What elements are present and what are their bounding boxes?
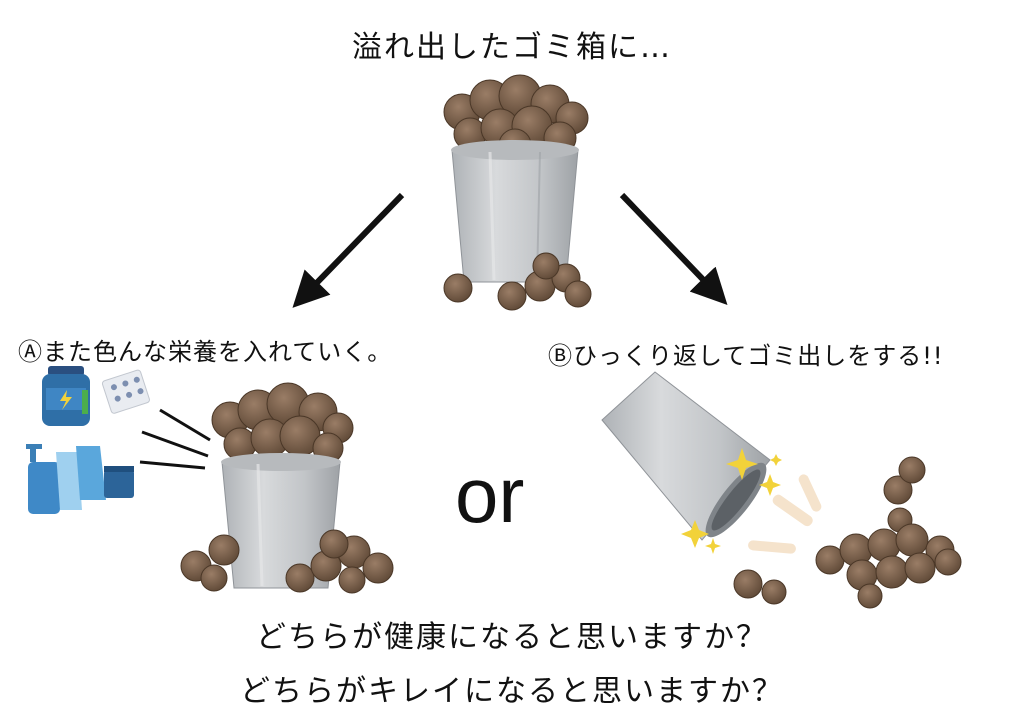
pill-blister-icon bbox=[101, 369, 150, 414]
trash-ball bbox=[733, 569, 763, 599]
trash-ball bbox=[362, 552, 394, 584]
overflowing-trash-pile bbox=[211, 382, 354, 464]
trash-ball bbox=[338, 566, 366, 594]
question-health: どちらが健康になると思いますか？ bbox=[256, 620, 768, 655]
ground-trash-left bbox=[180, 529, 394, 594]
trash-ball bbox=[904, 552, 936, 584]
motion-line bbox=[139, 460, 206, 470]
trash-ball bbox=[319, 529, 349, 559]
tipped-trash-bin bbox=[601, 371, 771, 541]
motion-line bbox=[141, 430, 209, 458]
trash-ball bbox=[895, 523, 929, 557]
trash-ball bbox=[497, 281, 527, 311]
trash-ball bbox=[285, 563, 315, 593]
trash-ball bbox=[564, 280, 592, 308]
trash-ball bbox=[443, 273, 473, 303]
left-trash-bin bbox=[211, 382, 354, 589]
or-label: or bbox=[455, 451, 525, 539]
trash-ball bbox=[208, 534, 240, 566]
motion-line bbox=[159, 408, 211, 442]
option-b-label: Ⓑひっくり返してゴミ出しをする!! bbox=[548, 342, 944, 370]
trash-ball bbox=[857, 583, 883, 609]
arrow-left bbox=[292, 192, 405, 308]
trash-ball bbox=[200, 564, 228, 592]
sparkle-icons bbox=[681, 448, 782, 554]
dumped-trash-pile bbox=[733, 456, 962, 609]
ground-trash-top bbox=[443, 252, 592, 311]
cosmetic-bottles-icon bbox=[26, 444, 134, 514]
trash-ball bbox=[761, 579, 787, 605]
trash-ball bbox=[934, 548, 962, 576]
trash-ball bbox=[898, 456, 926, 484]
trash-ball bbox=[875, 555, 909, 589]
arrow-right bbox=[619, 192, 728, 305]
page-title: 溢れ出したゴミ箱に… bbox=[352, 30, 672, 65]
dust-streaks bbox=[748, 474, 822, 554]
option-a-label: Ⓐまた色んな栄養を入れていく。 bbox=[18, 338, 393, 366]
top-trash-bin bbox=[443, 74, 589, 283]
question-clean: どちらがキレイになると思いますか？ bbox=[240, 674, 784, 709]
supplement-bottle-icon bbox=[42, 366, 90, 426]
trash-ball bbox=[883, 475, 913, 505]
trash-ball bbox=[532, 252, 560, 280]
